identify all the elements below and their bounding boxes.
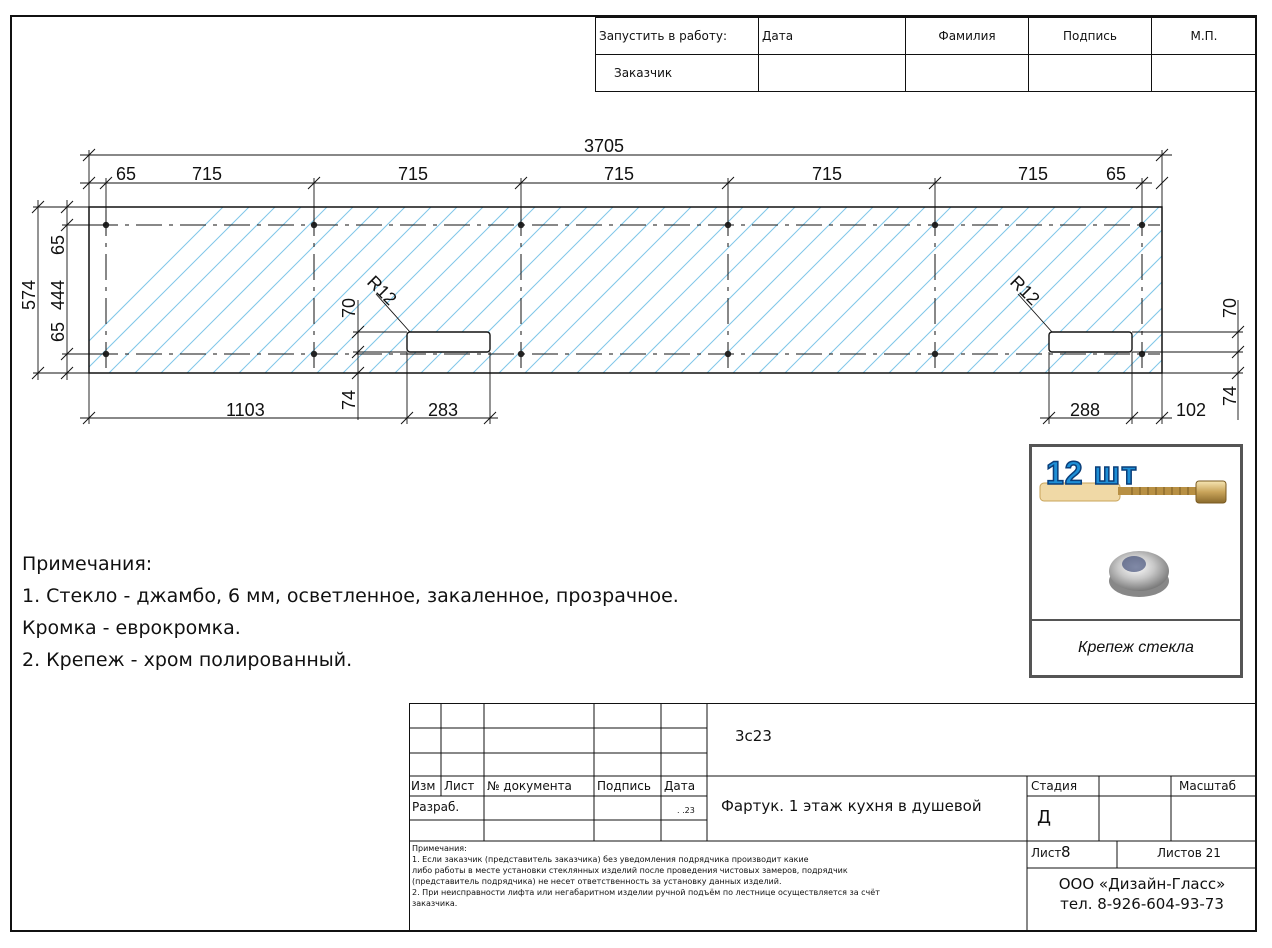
notes-block: Примечания: 1. Стекло - джамбо, 6 мм, ос… (22, 548, 679, 676)
footer-notes: Примечания: 1. Если заказчик (представит… (412, 843, 1024, 909)
developer-date: . .23 (677, 806, 695, 815)
customer-label: Заказчик (595, 54, 759, 92)
socket-cutout-right (1048, 331, 1133, 353)
footer-notes-line-4: 2. При неисправности лифта или негабарит… (412, 888, 880, 897)
stage-value: Д (1037, 807, 1052, 828)
cutout-left-dim-bottom: 74 (339, 390, 359, 410)
title-block-grid (409, 703, 1257, 932)
approval-table: Запустить в работу: Дата Фамилия Подпись… (595, 17, 1257, 92)
footer-notes-line-1: 1. Если заказчик (представитель заказчик… (412, 855, 809, 864)
footer-notes-line-3: (представитель подрядчика) не несет отве… (412, 877, 782, 886)
fastener-image (1039, 480, 1227, 597)
top-dim-7: 65 (1106, 164, 1126, 184)
bottom-dim-2: 283 (428, 400, 458, 420)
footer-notes-line-2: либо работы в месте установки стеклянных… (412, 866, 848, 875)
company-name: ООО «Дизайн-Гласс» (1058, 875, 1226, 893)
fastener-caption: Крепеж стекла (1032, 619, 1240, 675)
notes-line-2: Кромка - еврокромка. (22, 617, 241, 639)
customer-seal-cell[interactable] (1151, 54, 1257, 92)
overall-width-label: 3705 (584, 136, 624, 156)
customer-surname-cell[interactable] (905, 54, 1029, 92)
title-block: 3с23 Изм Лист № документа Подпись Дата Р… (409, 703, 1257, 932)
glass-hatch (89, 207, 1162, 373)
bottom-dim-1: 1103 (226, 400, 265, 420)
notes-title: Примечания: (22, 553, 153, 575)
left-dim-top: 65 (48, 235, 68, 255)
left-dim-bottom: 65 (48, 322, 68, 342)
col-signature: Подпись (597, 779, 651, 793)
col-change: Изм (411, 779, 436, 793)
fastener-quantity: 12 шт (1045, 454, 1138, 492)
bottom-dim-4: 102 (1176, 400, 1206, 420)
top-dim-2: 715 (192, 164, 222, 184)
col-date: Дата (664, 779, 696, 793)
footer-notes-title: Примечания: (412, 844, 467, 853)
left-dim-total: 574 (19, 280, 39, 310)
footer-notes-line-5: заказчика. (412, 899, 458, 908)
socket-cutout-left (406, 331, 491, 353)
mounting-hole (517, 350, 525, 358)
company-phone: тел. 8-926-604-93-73 (1060, 895, 1224, 913)
right-dim-bottom: 74 (1220, 386, 1240, 406)
sheet-label: Лист (1031, 846, 1062, 860)
notes-line-3: 2. Крепеж - хром полированный. (22, 649, 353, 671)
sheet-value: 8 (1061, 843, 1071, 861)
developer-label: Разраб. (412, 800, 460, 814)
mounting-hole (310, 350, 318, 358)
sheets-label: Листов 21 (1157, 846, 1221, 860)
notes-line-1: 1. Стекло - джамбо, 6 мм, осветленное, з… (22, 585, 679, 607)
mounting-hole (724, 350, 732, 358)
cutout-left-dim-top: 70 (339, 298, 359, 318)
bottom-dim-3: 288 (1070, 400, 1100, 420)
top-dim-3: 715 (398, 164, 428, 184)
radius-label-left: R12 (363, 272, 400, 309)
anchor-bolt-icon (1039, 480, 1227, 504)
col-document: № документа (487, 779, 572, 793)
mounting-hole (931, 350, 939, 358)
drawing-code: 3с23 (735, 727, 772, 745)
top-dim-4: 715 (604, 164, 634, 184)
technical-drawing: 3705 65 715 715 715 715 715 65 1103 283 … (19, 136, 1245, 425)
hole-centerlines (92, 210, 1160, 370)
dimension-lines (33, 150, 1243, 424)
stage-label: Стадия (1031, 779, 1078, 793)
customer-signature-cell[interactable] (1028, 54, 1152, 92)
fastener-legend: 12 шт Крепеж стекла (1029, 444, 1243, 678)
right-dim-top: 70 (1220, 298, 1240, 318)
chrome-cap-icon (1109, 551, 1169, 597)
drawing-title: Фартук. 1 этаж кухня в душевой (721, 797, 982, 815)
col-sheet: Лист (444, 779, 475, 793)
dimension-ticks (31, 148, 1245, 425)
mounting-holes (102, 221, 1146, 358)
top-dim-5: 715 (812, 164, 842, 184)
glass-panel (88, 206, 1163, 374)
scale-label: Масштаб (1179, 779, 1237, 793)
date-header: Дата (758, 17, 906, 55)
top-dim-1: 65 (116, 164, 136, 184)
left-dim-mid: 444 (48, 280, 68, 310)
top-dim-6: 715 (1018, 164, 1048, 184)
radius-label-right: R12 (1006, 272, 1043, 309)
